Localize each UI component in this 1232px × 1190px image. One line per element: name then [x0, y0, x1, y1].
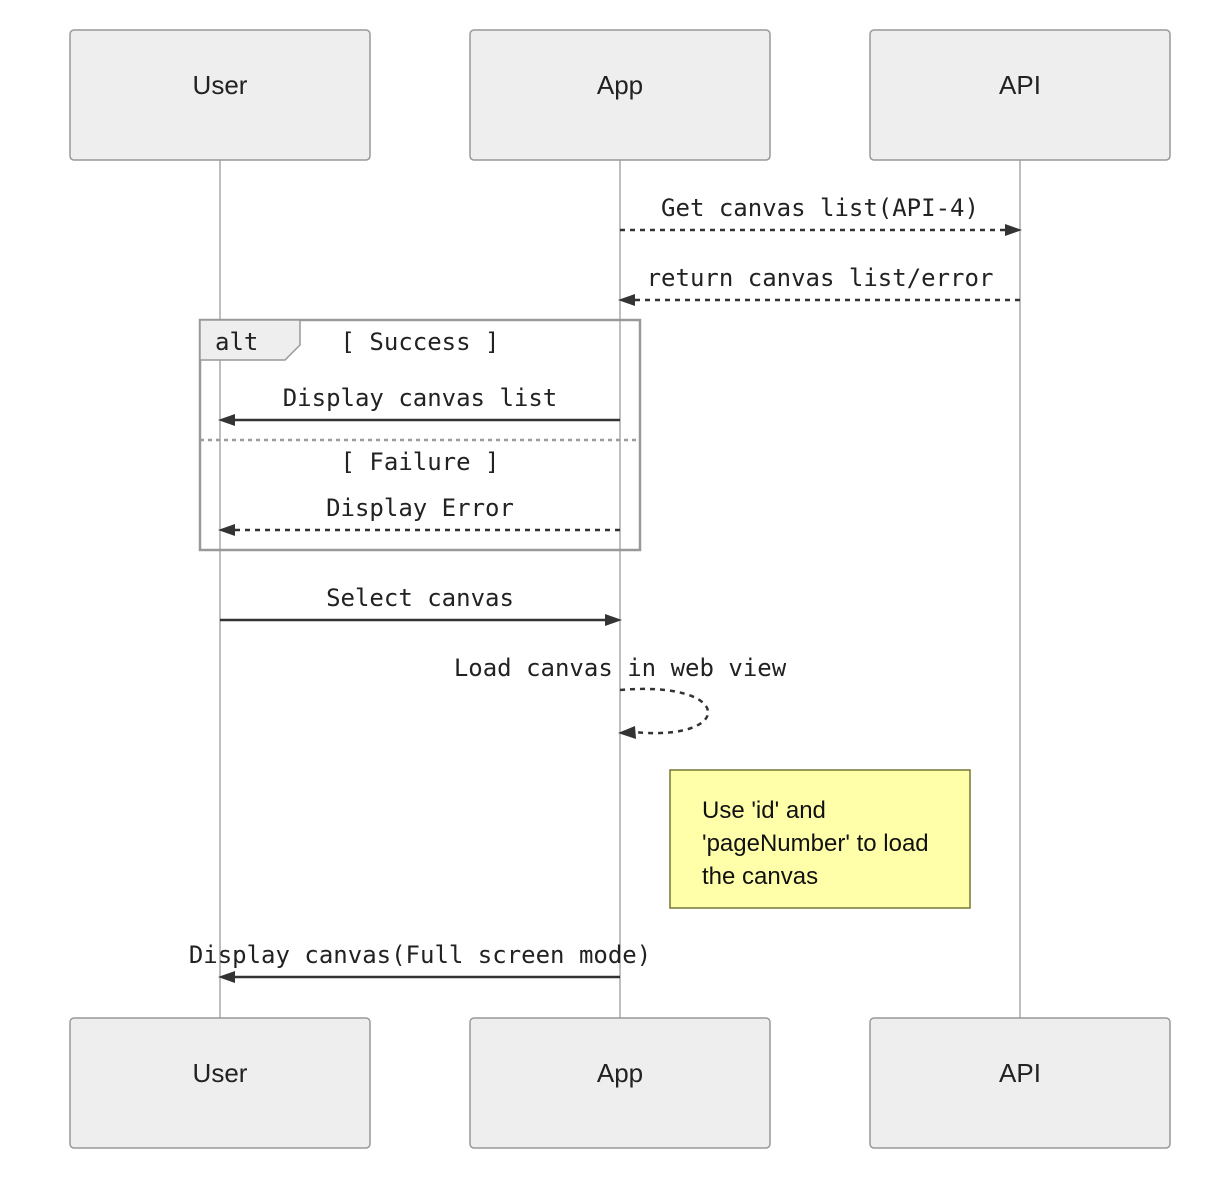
arrow-head	[618, 726, 636, 739]
message-label: Select canvas	[326, 584, 514, 612]
actor-label: App	[597, 1058, 643, 1088]
actor-app-bottom[interactable]: App	[469, 1017, 771, 1149]
message-label: return canvas list/error	[647, 264, 994, 292]
alt-frame-border	[198, 318, 642, 552]
alt-frame-tag-label: alt	[215, 328, 258, 356]
actor-api-top[interactable]: API	[869, 29, 1171, 161]
alt-condition-failure: [ Failure ]	[341, 448, 500, 476]
message-display-canvas-list: Display canvas list	[218, 384, 620, 426]
note: Use 'id' and 'pageNumber' to load the ca…	[669, 769, 971, 909]
actor-user-bottom[interactable]: User	[69, 1017, 371, 1149]
message-label: Get canvas list(API-4)	[661, 194, 979, 222]
message-label: Display canvas(Full screen mode)	[189, 941, 651, 969]
arrow-head	[218, 524, 235, 536]
message-select-canvas: Select canvas	[220, 584, 622, 626]
alt-condition-success: [ Success ]	[341, 328, 500, 356]
note-line: 'pageNumber' to load	[702, 830, 929, 857]
arrow-head	[605, 614, 622, 626]
actor-label: App	[597, 70, 643, 100]
actor-api-bottom[interactable]: API	[869, 1017, 1171, 1149]
message-display-canvas-fullscreen: Display canvas(Full screen mode)	[189, 941, 651, 983]
actor-label: API	[999, 1058, 1041, 1088]
message-get-canvas-list: Get canvas list(API-4)	[620, 194, 1022, 236]
arrow-head	[218, 414, 235, 426]
actor-label: API	[999, 70, 1041, 100]
note-box	[669, 769, 971, 909]
message-label: Display canvas list	[283, 384, 558, 412]
note-line: Use 'id' and	[702, 797, 826, 824]
alt-frame: alt [ Success ] [ Failure ]	[198, 318, 642, 552]
message-display-error: Display Error	[218, 494, 620, 536]
note-line: the canvas	[702, 863, 818, 890]
actor-user-top[interactable]: User	[69, 29, 371, 161]
message-load-canvas-self: Load canvas in web view	[454, 654, 787, 739]
actor-label: User	[193, 1058, 248, 1088]
message-label: Display Error	[326, 494, 514, 522]
actor-label: User	[193, 70, 248, 100]
actor-app-top[interactable]: App	[469, 29, 771, 161]
message-label: Load canvas in web view	[454, 654, 787, 682]
arrow-head	[1005, 224, 1022, 236]
message-return-canvas-list: return canvas list/error	[618, 264, 1020, 306]
alt-frame-tag	[199, 319, 301, 361]
arrow-head	[618, 294, 635, 306]
arrow-head	[218, 971, 235, 983]
